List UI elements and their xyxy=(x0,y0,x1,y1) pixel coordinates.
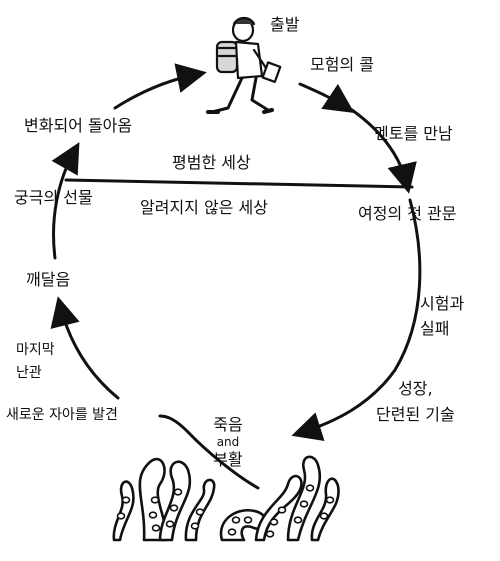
arc-mentor-to-threshold xyxy=(350,108,417,194)
label-first-threshold: 여정의 첫 관문 xyxy=(358,204,457,223)
sucker xyxy=(148,511,158,519)
sucker xyxy=(165,520,175,528)
label-return-changed: 변화되어 돌아옴 xyxy=(24,116,133,135)
arc-return-to-start xyxy=(113,63,207,110)
sucker xyxy=(121,496,131,504)
sucker xyxy=(173,488,183,496)
sucker xyxy=(116,512,126,520)
sucker xyxy=(243,516,253,524)
tentacle-7 xyxy=(310,477,340,542)
sucker xyxy=(299,500,309,508)
tentacle-suckers xyxy=(116,484,335,538)
label-trials-line-1: 시험과 xyxy=(420,294,465,313)
label-growth-and-skills: 성장, 단련된 기술 xyxy=(376,376,455,427)
label-and: and xyxy=(216,435,240,449)
label-meeting-mentor: 멘토를 만남 xyxy=(374,124,453,143)
label-ultimate-gift: 궁극의 선물 xyxy=(14,188,93,207)
arc-start-to-mentor xyxy=(298,82,355,113)
label-realization: 깨달음 xyxy=(26,270,71,289)
sucker xyxy=(169,504,179,512)
label-trials-and-failure: 시험과 실패 xyxy=(420,292,464,342)
label-death-and-rebirth: 죽음 and 부활 xyxy=(205,415,251,470)
sucker xyxy=(305,484,315,492)
arc-abyss-to-realization xyxy=(50,296,120,400)
tentacle-2 xyxy=(158,460,192,542)
arc-realization-to-return xyxy=(51,142,80,260)
arc-rebirth-emerge xyxy=(158,414,260,490)
label-death: 죽음 xyxy=(213,415,243,434)
label-final-line-2: 난관 xyxy=(16,365,42,382)
sucker xyxy=(150,496,160,504)
label-start: 출발 xyxy=(270,15,300,34)
label-final-line-1: 마지막 xyxy=(16,342,55,358)
sucker xyxy=(151,524,161,532)
label-unknown-world: 알려지지 않은 세상 xyxy=(140,198,268,217)
label-trials-line-2: 실패 xyxy=(420,318,450,338)
sucker xyxy=(293,516,303,524)
sucker xyxy=(231,516,241,524)
tentacle-8 xyxy=(112,480,135,542)
label-call-to-adventure: 모험의 콜 xyxy=(310,55,374,74)
sucker xyxy=(319,512,329,520)
arc-threshold-to-abyss xyxy=(291,198,422,442)
label-rebirth: 부활 xyxy=(213,450,243,469)
sucker xyxy=(190,522,200,530)
sucker xyxy=(195,508,205,516)
label-new-self: 새로운 자아를 발견 xyxy=(6,407,118,423)
sucker xyxy=(265,530,275,538)
sucker xyxy=(269,518,279,526)
label-growth-line-2: 단련된 기술 xyxy=(376,404,455,424)
sucker xyxy=(277,506,287,514)
traveller-figure xyxy=(206,16,282,114)
label-final-challenge: 마지막 난관 xyxy=(16,339,55,385)
sucker xyxy=(227,528,237,536)
label-growth-line-1: 성장, xyxy=(398,379,433,398)
label-ordinary-world: 평범한 세상 xyxy=(172,153,251,172)
sucker xyxy=(325,496,335,504)
threshold-line xyxy=(64,178,414,189)
